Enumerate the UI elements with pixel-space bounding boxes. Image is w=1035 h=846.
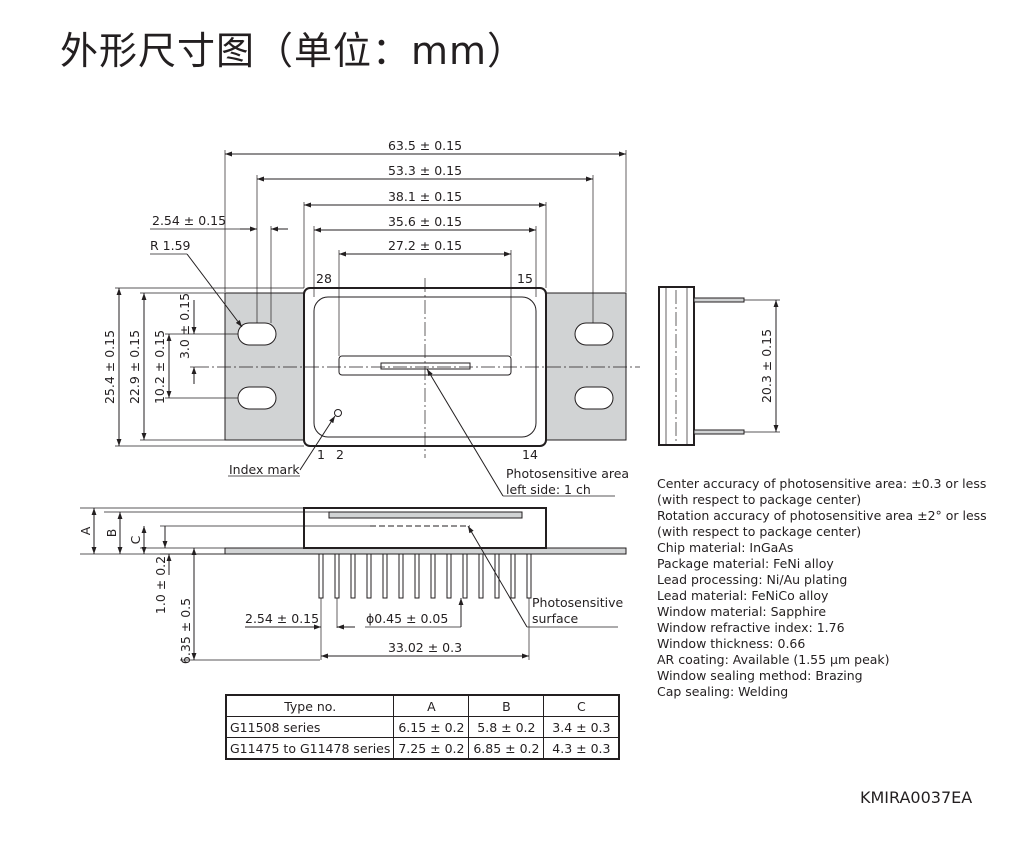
spec-line: Lead material: FeNiCo alloy <box>657 588 829 603</box>
dim-22-9: 22.9 ± 0.15 <box>127 330 142 404</box>
spec-line: Window material: Sapphire <box>657 604 827 619</box>
table-cell: 6.85 ± 0.2 <box>468 737 545 760</box>
spec-line: Rotation accuracy of photosensitive area… <box>657 508 987 523</box>
table-row: G11508 series 6.15 ± 0.2 5.8 ± 0.2 3.4 ±… <box>225 716 620 738</box>
type-dimension-table: Type no. A B C G11508 series 6.15 ± 0.2 … <box>225 694 621 760</box>
dim-35-6: 35.6 ± 0.15 <box>388 214 462 229</box>
table-header-cell: B <box>468 694 545 717</box>
table-cell: 6.15 ± 0.2 <box>393 716 470 738</box>
spec-line: Center accuracy of photosensitive area: … <box>657 476 987 491</box>
mount-slot-bottom-right <box>574 386 614 410</box>
dim-pin-diameter: ϕ0.45 ± 0.05 <box>366 611 448 626</box>
dim-3-0: 3.0 ± 0.15 <box>177 293 192 359</box>
table-header-row: Type no. A B C <box>225 694 620 717</box>
table-header-cell: A <box>393 694 470 717</box>
table-cell: G11508 series <box>225 716 395 738</box>
table-cell: 3.4 ± 0.3 <box>543 716 620 738</box>
dim-33-02: 33.02 ± 0.3 <box>388 640 462 655</box>
dim-25-4: 25.4 ± 0.15 <box>102 330 117 404</box>
table-header-cell: C <box>543 694 620 717</box>
mount-slot-bottom-left <box>237 386 277 410</box>
photosensitive-area-label: Photosensitive area <box>506 466 629 481</box>
dim-1-0: 1.0 ± 0.2 <box>153 556 168 614</box>
dim-63-5: 63.5 ± 0.15 <box>388 138 462 153</box>
dim-A: A <box>78 526 93 535</box>
dim-B: B <box>104 529 119 538</box>
dim-radius: R 1.59 <box>150 238 191 253</box>
dim-pitch-bottom: 2.54 ± 0.15 <box>245 611 319 626</box>
spec-line: (with respect to package center) <box>657 524 862 539</box>
spec-line: Cap sealing: Welding <box>657 684 789 699</box>
index-mark-label: Index mark <box>229 462 300 477</box>
spec-line: Package material: FeNi alloy <box>657 556 834 571</box>
table-row: G11475 to G11478 series 7.25 ± 0.2 6.85 … <box>225 737 620 760</box>
pin-label-14: 14 <box>522 447 538 462</box>
photosensitive-surface-label: Photosensitive <box>532 595 624 610</box>
spec-line: Window refractive index: 1.76 <box>657 620 845 635</box>
spec-line: Chip material: InGaAs <box>657 540 794 555</box>
dim-6-35: 6.35 ± 0.5 <box>178 598 193 664</box>
dim-20-3: 20.3 ± 0.15 <box>759 329 774 403</box>
index-mark-dot <box>334 409 342 417</box>
dim-pitch-top: 2.54 ± 0.15 <box>152 213 226 228</box>
table-cell: G11475 to G11478 series <box>225 737 395 760</box>
pin-label-15: 15 <box>517 271 533 286</box>
spec-line: Lead processing: Ni/Au plating <box>657 572 848 587</box>
table-cell: 7.25 ± 0.2 <box>393 737 470 760</box>
dim-38-1: 38.1 ± 0.15 <box>388 189 462 204</box>
side-view-body <box>658 286 695 446</box>
dim-C: C <box>128 535 143 544</box>
pin-label-28: 28 <box>316 271 332 286</box>
drawing-code: KMIRA0037EA <box>860 788 973 807</box>
table-header-cell: Type no. <box>225 694 395 717</box>
dim-10-2: 10.2 ± 0.15 <box>152 330 167 404</box>
page-title: 外形尺寸图（单位：mm） <box>60 29 527 73</box>
table-cell: 4.3 ± 0.3 <box>543 737 620 760</box>
dim-27-2: 27.2 ± 0.15 <box>388 238 462 253</box>
photosensitive-area <box>380 362 471 370</box>
pin-label-1: 1 <box>317 447 325 462</box>
lead-pins <box>318 553 532 599</box>
dim-53-3: 53.3 ± 0.15 <box>388 163 462 178</box>
table-cell: 5.8 ± 0.2 <box>468 716 545 738</box>
spec-line: Window sealing method: Brazing <box>657 668 863 683</box>
spec-line: (with respect to package center) <box>657 492 862 507</box>
pin-label-2: 2 <box>336 447 344 462</box>
specifications-list: Center accuracy of photosensitive area: … <box>657 476 987 700</box>
mount-slot-top-right <box>574 322 614 346</box>
spec-line: Window thickness: 0.66 <box>657 636 806 651</box>
photosensitive-surface-sub: surface <box>532 611 579 626</box>
spec-line: AR coating: Available (1.55 µm peak) <box>657 652 890 667</box>
photosensitive-area-sub: left side: 1 ch <box>506 482 591 497</box>
mount-slot-top-left <box>237 322 277 346</box>
